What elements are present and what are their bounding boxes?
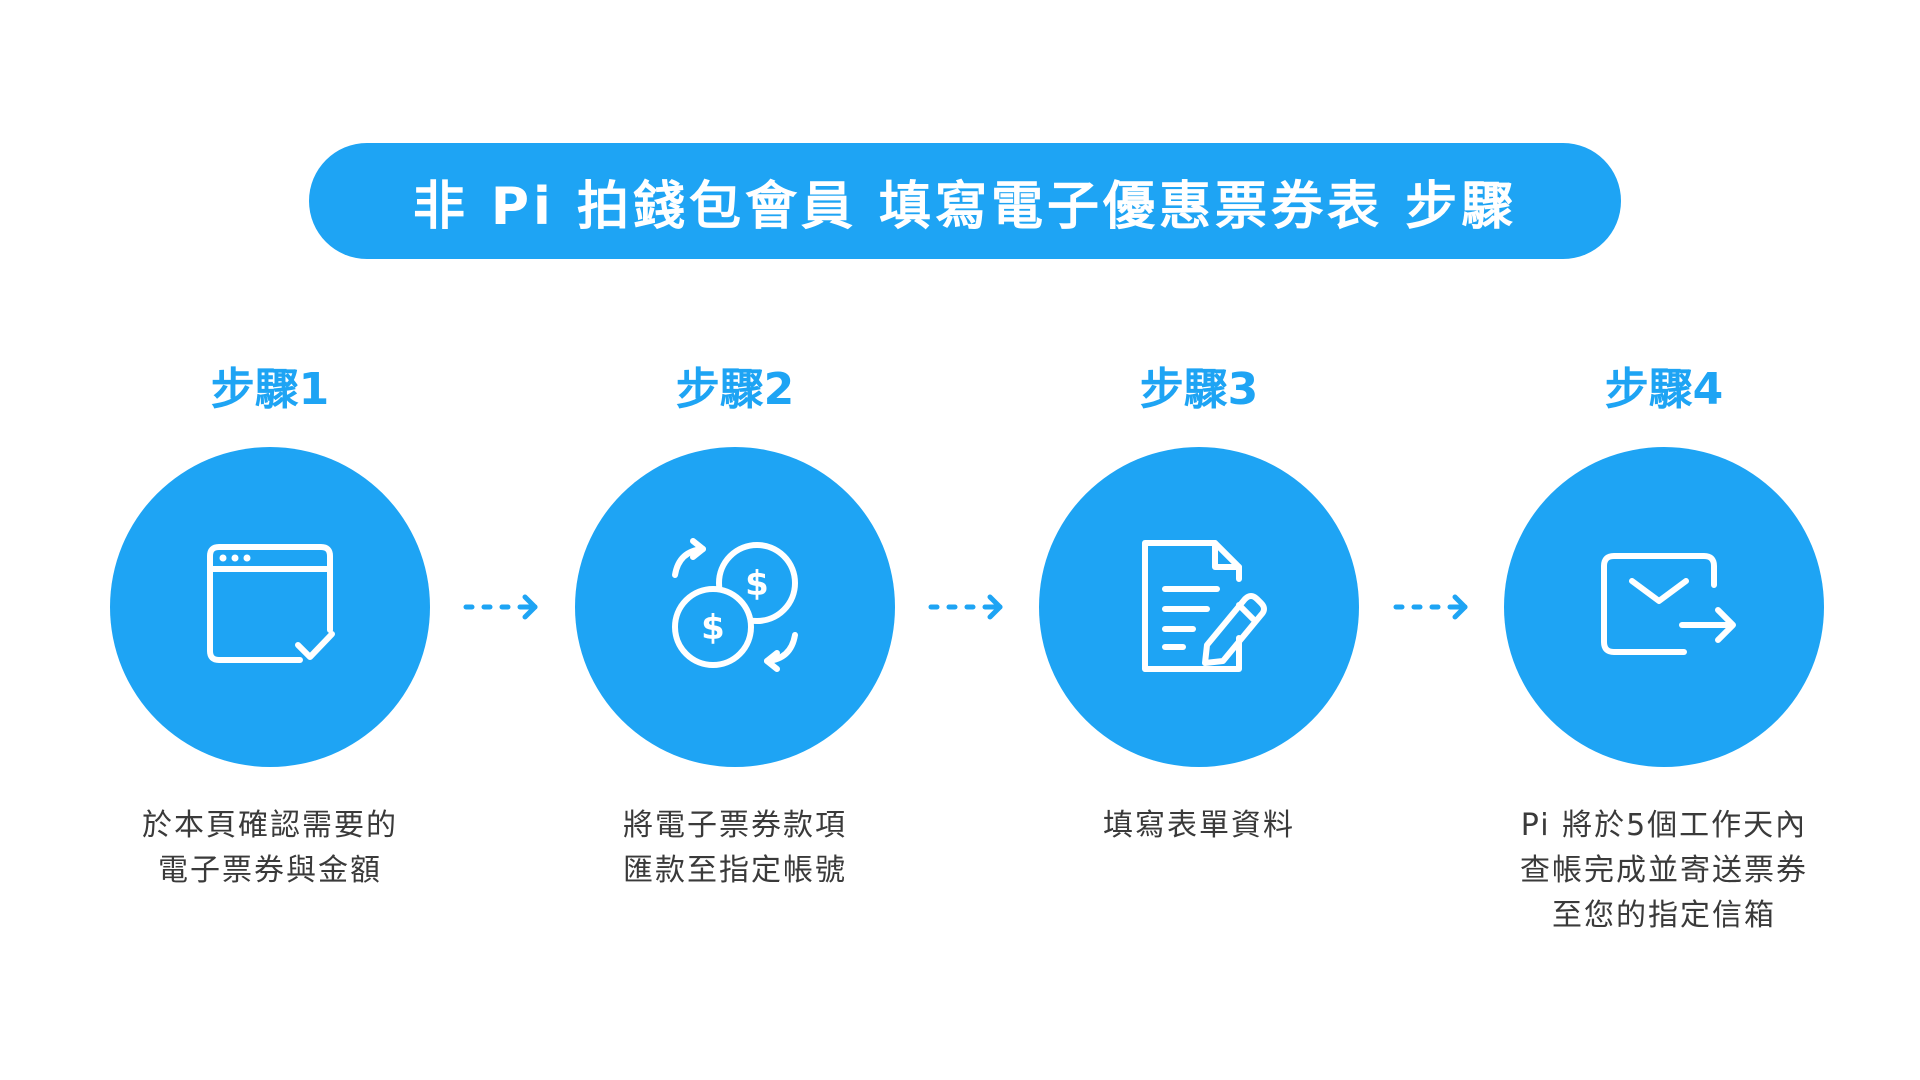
dashed-arrow-icon <box>463 594 538 620</box>
step-4-line-3: 至您的指定信箱 <box>1552 898 1776 933</box>
step-4: 步驟4 Pi 將於5個工作天內 查帳完成並寄送票券 至您的指定信箱 <box>1454 0 1874 1080</box>
step-2-label: 步驟2 <box>675 364 795 415</box>
dashed-arrow-icon <box>928 594 1003 620</box>
step-2-circle: $ $ <box>575 447 895 767</box>
currency-exchange-coins-icon: $ $ <box>672 538 798 672</box>
step-2-line-2: 匯款至指定帳號 <box>623 853 847 888</box>
step-4-circle <box>1504 447 1824 767</box>
browser-window-check-icon <box>207 544 335 663</box>
step-1: 步驟1 於本頁確認需要的 電子票券與金額 <box>60 0 480 1080</box>
step-4-description: Pi 將於5個工作天內 查帳完成並寄送票券 至您的指定信箱 <box>1454 803 1874 938</box>
step-1-label: 步驟1 <box>210 364 330 415</box>
envelope-send-icon <box>1601 553 1736 655</box>
step-2: 步驟2 $ $ 將電子票券款項 匯款至指定帳號 <box>525 0 945 1080</box>
step-3-line-1: 填寫表單資料 <box>1103 808 1295 843</box>
svg-text:$: $ <box>701 608 725 648</box>
step-1-circle <box>110 447 430 767</box>
step-4-label: 步驟4 <box>1604 364 1724 415</box>
svg-text:$: $ <box>745 564 769 604</box>
title-banner: 非 Pi 拍錢包會員 填寫電子優惠票券表 步驟 <box>309 143 1621 259</box>
step-1-description: 於本頁確認需要的 電子票券與金額 <box>60 803 480 893</box>
document-pencil-icon <box>1142 540 1267 672</box>
step-3-circle <box>1039 447 1359 767</box>
dashed-arrow-icon <box>1393 594 1468 620</box>
step-3-label: 步驟3 <box>1139 364 1259 415</box>
step-3-description: 填寫表單資料 <box>989 803 1409 848</box>
step-1-line-1: 於本頁確認需要的 <box>142 808 398 843</box>
step-3: 步驟3 填寫表單資料 <box>989 0 1409 1080</box>
step-2-description: 將電子票券款項 匯款至指定帳號 <box>525 803 945 893</box>
step-2-line-1: 將電子票券款項 <box>623 808 847 843</box>
step-1-line-2: 電子票券與金額 <box>158 853 382 888</box>
page-title: 非 Pi 拍錢包會員 填寫電子優惠票券表 步驟 <box>412 176 1518 237</box>
step-4-line-2: 查帳完成並寄送票券 <box>1520 853 1808 888</box>
step-4-line-1: Pi 將於5個工作天內 <box>1520 808 1808 843</box>
